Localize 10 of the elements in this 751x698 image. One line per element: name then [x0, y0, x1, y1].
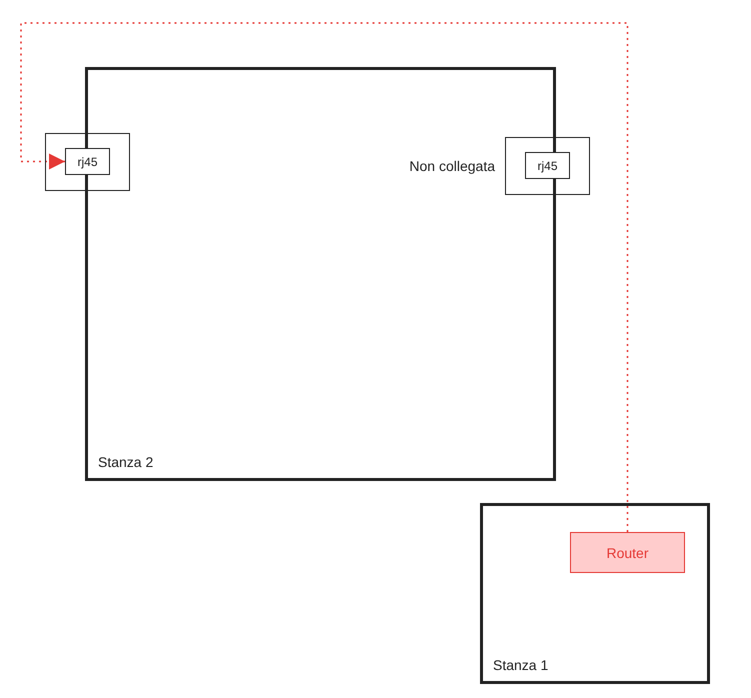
room-outline [480, 503, 710, 684]
rj45-port: rj45 [65, 148, 110, 175]
room-label: Stanza 1 [493, 657, 548, 673]
wall-socket-plate [45, 133, 130, 191]
wall-socket-plate [505, 137, 590, 195]
router-box: Router [570, 532, 685, 573]
status-label: Non collegata [409, 158, 495, 174]
room-label: Stanza 2 [98, 454, 154, 470]
network-cable [20, 22, 628, 532]
rj45-port: rj45 [525, 152, 570, 179]
